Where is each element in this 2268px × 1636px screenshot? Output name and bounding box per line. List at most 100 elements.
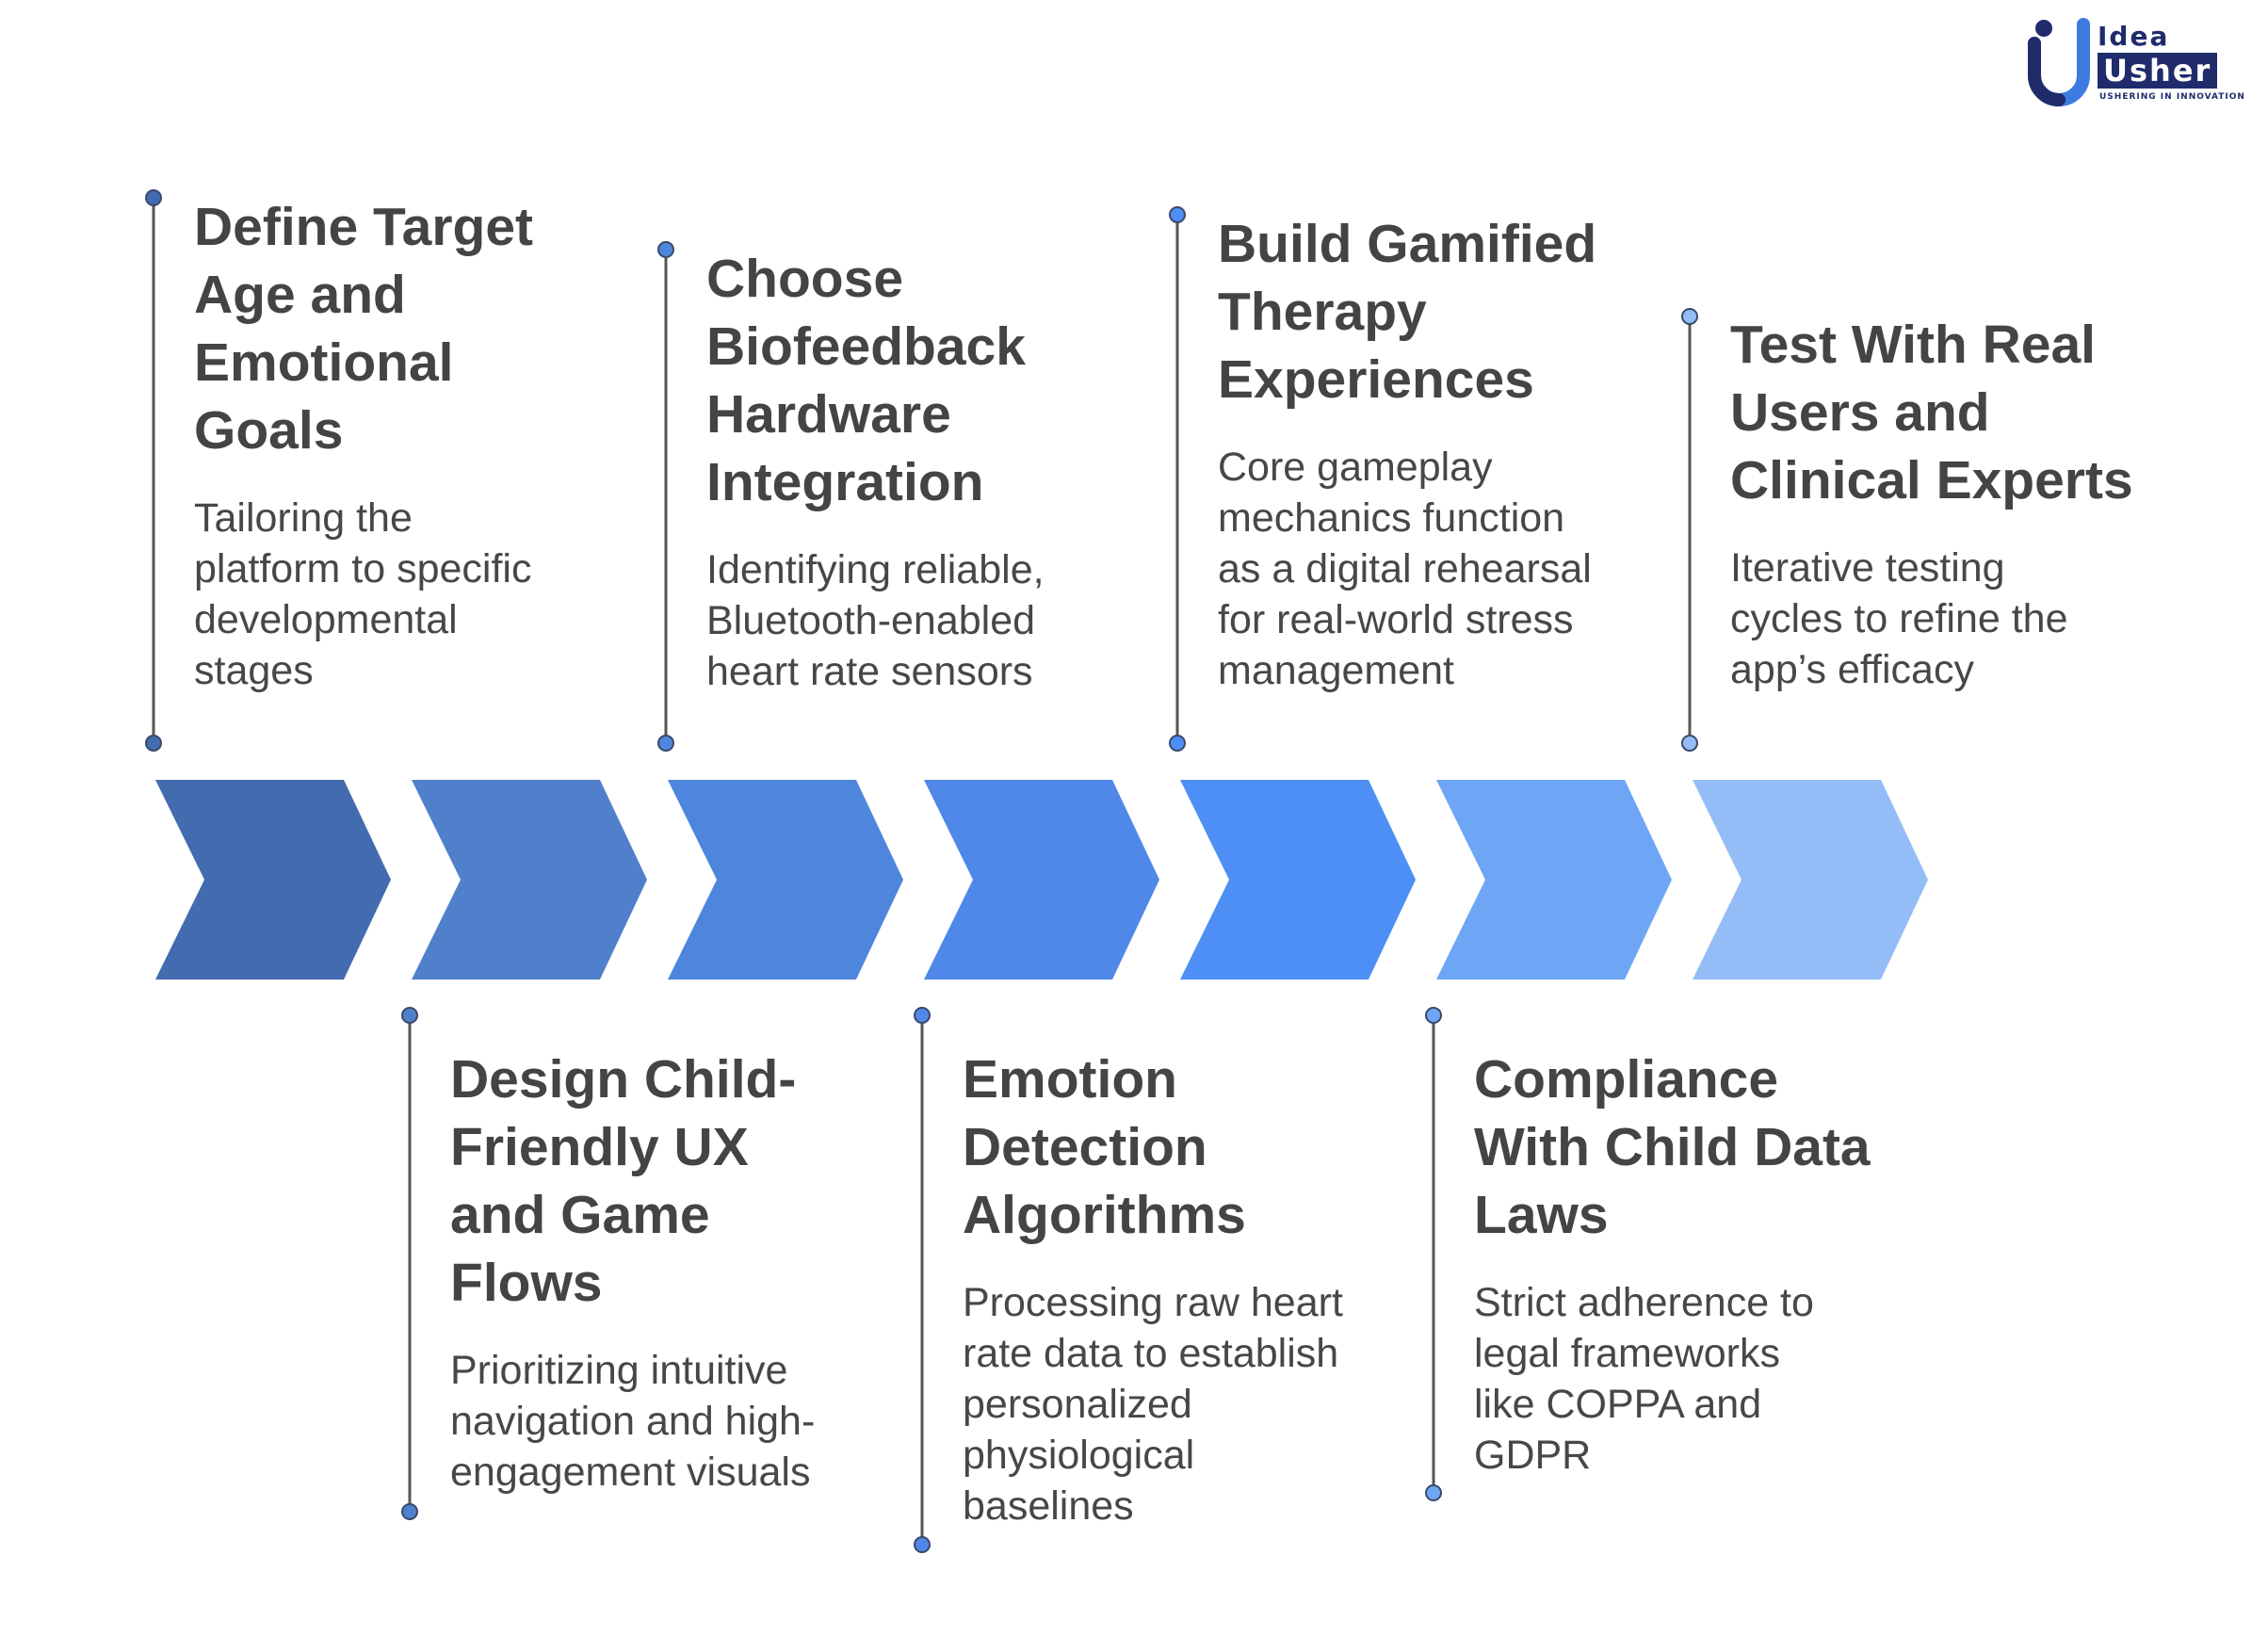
logo-mark-icon xyxy=(2028,18,2090,106)
connector-dot-1-top xyxy=(145,189,162,206)
step-title-line: Friendly UX xyxy=(450,1117,749,1177)
step-description-line: Processing raw heart xyxy=(963,1280,1343,1325)
step-title-line: Biofeedback xyxy=(706,316,1026,377)
chevron-step-1 xyxy=(155,780,391,980)
connector-dot-5-bottom xyxy=(1169,735,1186,752)
connector-dot-2-top xyxy=(401,1007,418,1024)
step-description: Identifying reliable, Bluetooth-enabled he… xyxy=(706,544,1045,697)
step-description-line: Bluetooth-enabled xyxy=(706,598,1036,643)
step-title-line: Flows xyxy=(450,1253,603,1313)
connector-dot-4-bottom xyxy=(914,1536,931,1553)
step-description-line: navigation and high- xyxy=(450,1399,816,1444)
step-description-line: platform to specific xyxy=(194,546,532,591)
chevron-step-6 xyxy=(1436,780,1672,980)
step-description-line: Tailoring the xyxy=(194,495,413,541)
step-description-line: Iterative testing xyxy=(1730,545,2005,591)
step-description-line: Core gameplay xyxy=(1218,445,1493,490)
step-title-line: Goals xyxy=(194,400,344,461)
step-description-line: legal frameworks xyxy=(1474,1331,1780,1376)
step-description: Tailoring the platform to specific develop… xyxy=(194,493,533,696)
connector-dot-1-bottom xyxy=(145,735,162,752)
step-title-line: Detection xyxy=(963,1117,1207,1177)
step-title-line: Design Child- xyxy=(450,1049,797,1110)
logo-brand-top: Idea xyxy=(2098,21,2170,52)
step-title-line: Clinical Experts xyxy=(1730,450,2133,510)
step-title-line: Compliance xyxy=(1474,1049,1779,1110)
step-title-line: Laws xyxy=(1474,1185,1609,1245)
connector-dot-7-top xyxy=(1681,308,1698,325)
step-description-line: baselines xyxy=(963,1483,1134,1529)
step-description: Processing raw heart rate data to establi… xyxy=(963,1277,1343,1531)
step-title-line: With Child Data xyxy=(1474,1117,1871,1177)
step-description-line: as a digital rehearsal xyxy=(1218,546,1592,591)
step-description-line: like COPPA and xyxy=(1474,1382,1762,1427)
step-description-line: Strict adherence to xyxy=(1474,1280,1814,1325)
step-description-line: personalized xyxy=(963,1382,1192,1427)
step-description-line: rate data to establish xyxy=(963,1331,1339,1376)
step-description-line: stages xyxy=(194,648,314,693)
connector-dot-2-bottom xyxy=(401,1503,418,1520)
step-description-line: heart rate sensors xyxy=(706,649,1033,694)
connector-dot-6-top xyxy=(1425,1007,1442,1024)
logo-brand-bottom: Usher xyxy=(2098,53,2218,89)
chevron-step-5 xyxy=(1180,780,1416,980)
step-title-line: Emotion xyxy=(963,1049,1177,1110)
step-title-line: Choose xyxy=(706,249,904,309)
connector-lines xyxy=(145,189,1698,1553)
step-title-line: Users and xyxy=(1730,382,1990,443)
step-description-line: Prioritizing intuitive xyxy=(450,1348,788,1393)
step-description-line: app’s efficacy xyxy=(1730,647,1974,692)
connector-dot-7-bottom xyxy=(1681,735,1698,752)
chevron-step-4 xyxy=(924,780,1159,980)
step-description-line: engagement visuals xyxy=(450,1450,811,1495)
logo-tagline: USHERING IN INNOVATION xyxy=(2099,92,2245,102)
step-title-line: Define Target xyxy=(194,197,534,257)
step-description-line: developmental xyxy=(194,597,458,642)
connector-dot-4-top xyxy=(914,1007,931,1024)
step-title-line: Integration xyxy=(706,452,984,512)
connector-dot-3-top xyxy=(657,241,674,258)
connector-dot-3-bottom xyxy=(657,735,674,752)
step-description: Iterative testing cycles to refine the app… xyxy=(1730,543,2133,695)
step-description: Core gameplay mechanics function as a digi… xyxy=(1218,442,1596,696)
step-description: Strict adherence to legal frameworks like … xyxy=(1474,1277,1871,1481)
step-description-line: mechanics function xyxy=(1218,495,1565,541)
step-title-line: Test With Real xyxy=(1730,315,2096,375)
chevron-step-2 xyxy=(412,780,647,980)
step-title-line: Algorithms xyxy=(963,1185,1246,1245)
step-description: Prioritizing intuitive navigation and hig… xyxy=(450,1345,815,1498)
step-title-line: Experiences xyxy=(1218,349,1534,410)
chevron-step-3 xyxy=(668,780,903,980)
step-title-line: and Game xyxy=(450,1185,710,1245)
step-title-line: Emotional xyxy=(194,332,454,393)
step-description-line: management xyxy=(1218,648,1454,693)
step-description-line: Identifying reliable, xyxy=(706,547,1045,592)
step-description-line: GDPR xyxy=(1474,1433,1592,1478)
step-description-line: cycles to refine the xyxy=(1730,596,2068,641)
chevron-row xyxy=(155,780,1928,980)
step-description-line: physiological xyxy=(963,1433,1195,1478)
step-title-line: Age and xyxy=(194,265,406,325)
step-description-line: for real-world stress xyxy=(1218,597,1574,642)
idea-usher-logo: Idea Usher USHERING IN INNOVATION xyxy=(2025,17,2251,111)
step-title-line: Therapy xyxy=(1218,282,1427,342)
chevron-step-7 xyxy=(1693,780,1928,980)
connector-dot-5-top xyxy=(1169,206,1186,223)
step-title-line: Build Gamified xyxy=(1218,214,1597,274)
connector-dot-6-bottom xyxy=(1425,1484,1442,1501)
